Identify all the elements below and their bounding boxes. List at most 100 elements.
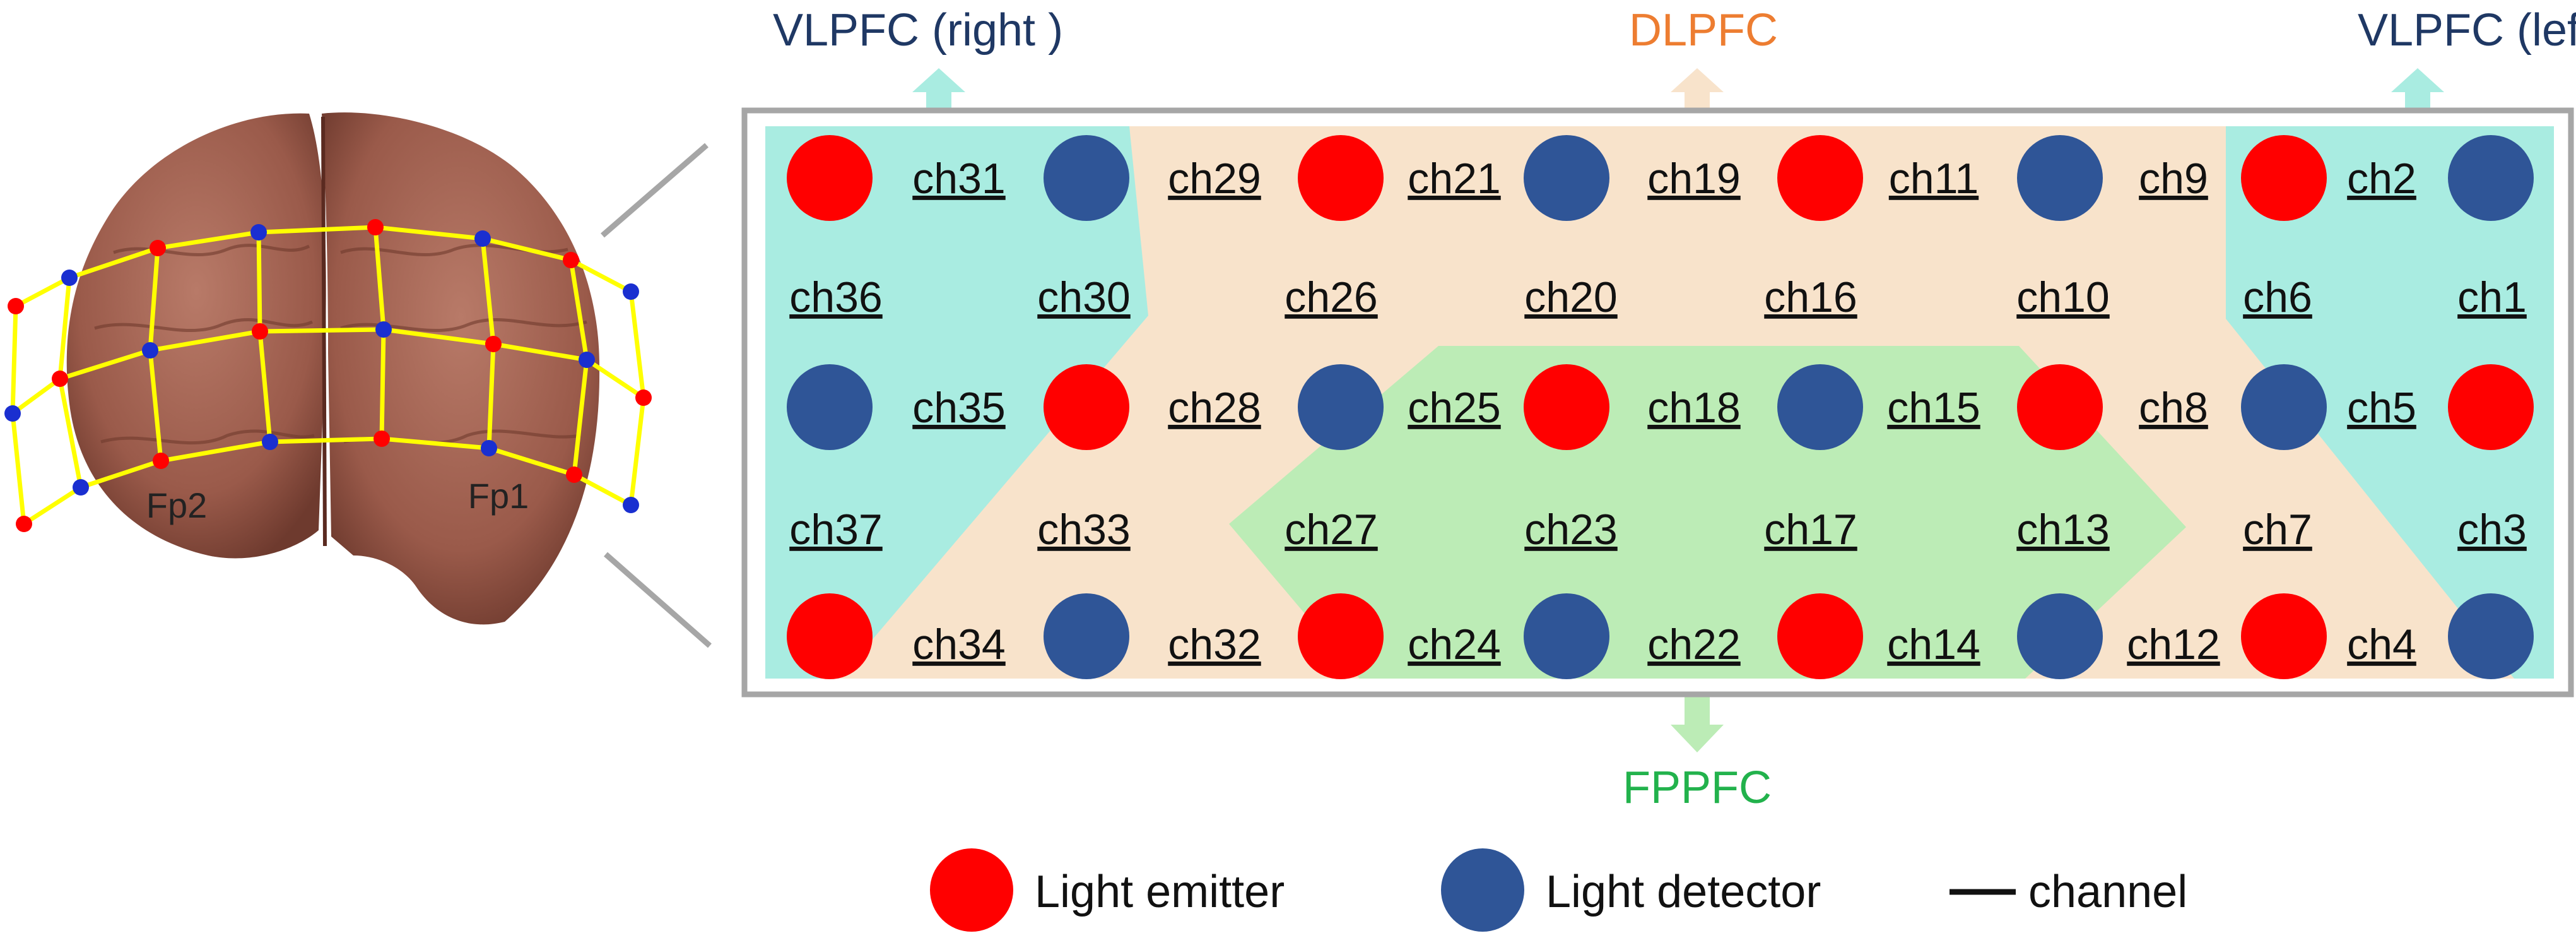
channel-label: ch10 <box>2016 273 2109 321</box>
brain-montage-lines <box>10 225 646 526</box>
brain-detector-dot <box>61 270 78 286</box>
brain-detector-dot <box>73 479 89 496</box>
optode-detector <box>2448 135 2534 221</box>
vlpfc-left-arrow <box>2391 68 2444 112</box>
brain-emitter-dot <box>52 371 68 387</box>
channel-label: ch33 <box>1037 506 1130 554</box>
optode-emitter <box>2241 135 2327 221</box>
brain-detector-dot <box>623 283 639 300</box>
vlpfc-right-label: VLPFC (right ) <box>773 5 1063 56</box>
vlpfc-left-region <box>2226 126 2554 679</box>
brain-gyrus <box>113 244 310 257</box>
channel-label: ch32 <box>1168 620 1261 668</box>
channel-label: ch15 <box>1887 384 1980 432</box>
optode-detector <box>1524 593 1609 679</box>
brain-detector-dot <box>623 497 639 513</box>
channel-label: ch25 <box>1408 384 1500 432</box>
channel-label: ch20 <box>1524 273 1617 321</box>
optode-detector <box>1298 364 1384 450</box>
channel-label: ch16 <box>1764 273 1857 321</box>
optode-emitter <box>1298 593 1384 679</box>
legend-channel-label: channel <box>2028 867 2187 917</box>
channel-label: ch12 <box>2127 620 2220 668</box>
brain-emitter-dot <box>252 323 268 340</box>
channel-label: ch21 <box>1408 155 1500 203</box>
optode-grid <box>787 135 2534 679</box>
legend-detector-swatch <box>1441 848 1524 932</box>
channel-label: ch11 <box>1889 155 1979 203</box>
channel-label: ch13 <box>2016 506 2109 554</box>
channel-label: ch2 <box>2347 155 2416 203</box>
channel-label: ch26 <box>1285 273 1377 321</box>
channel-label: ch35 <box>912 384 1005 432</box>
dlpfc-label: DLPFC <box>1629 5 1778 56</box>
vlpfc-right-arrow <box>912 68 965 112</box>
brain-emitter-dot <box>16 516 32 532</box>
channel-label: ch36 <box>789 273 882 321</box>
brain-detector-dot <box>474 230 491 247</box>
channel-label: ch27 <box>1285 506 1377 554</box>
channel-label: ch14 <box>1887 620 1980 668</box>
brain-emitter-dot <box>8 298 24 314</box>
channel-label: ch31 <box>912 155 1005 203</box>
channel-label: ch19 <box>1647 155 1740 203</box>
optode-emitter <box>2017 364 2103 450</box>
brain-emitter-dot <box>150 240 166 256</box>
montage-frame <box>741 107 2574 698</box>
brain-left-hemisphere <box>322 112 600 625</box>
brain-gyrus <box>100 429 315 445</box>
vlpfc-left-label: VLPFC (left ) <box>2358 5 2576 56</box>
brain-detector-dot <box>250 224 267 240</box>
brain-detector-dot <box>579 352 595 368</box>
optode-detector <box>1044 593 1129 679</box>
optode-detector <box>2017 593 2103 679</box>
channel-label: ch23 <box>1524 506 1617 554</box>
channel-label: ch28 <box>1168 384 1261 432</box>
legend-detector-label: Light detector <box>1546 867 1821 917</box>
dlpfc-arrow <box>1671 68 1724 112</box>
channel-label: ch24 <box>1408 620 1500 668</box>
brain-detector-dot <box>481 440 497 456</box>
optode-emitter <box>1044 364 1129 450</box>
brain-emitter-dot <box>485 336 502 352</box>
channel-label: ch1 <box>2457 273 2527 321</box>
legend-emitter-label: Light emitter <box>1035 867 1285 917</box>
brain-emitter-dot <box>373 430 390 447</box>
optode-emitter <box>1524 364 1609 450</box>
fppfc-label: FPPFC <box>1623 763 1772 813</box>
optode-detector <box>2241 364 2327 450</box>
channel-label: ch5 <box>2347 384 2416 432</box>
brain-emitter-dot <box>635 389 652 406</box>
optode-emitter <box>787 593 873 679</box>
brain-detector-dot <box>4 405 21 422</box>
fppfc-arrow <box>1671 693 1724 752</box>
brain-detector-dot <box>375 321 392 338</box>
optode-emitter <box>1777 593 1863 679</box>
optode-detector <box>2448 593 2534 679</box>
legend: Light emitter Light detector channel <box>930 848 2187 932</box>
optode-detector <box>1044 135 1129 221</box>
optode-detector <box>2017 135 2103 221</box>
channel-label: ch30 <box>1037 273 1130 321</box>
optode-emitter <box>2241 593 2327 679</box>
optode-emitter <box>787 135 873 221</box>
channel-label: ch8 <box>2139 384 2208 432</box>
optode-emitter <box>1298 135 1384 221</box>
optode-detector <box>1777 364 1863 450</box>
optode-detector <box>1524 135 1609 221</box>
fppfc-region <box>1229 346 2186 679</box>
optode-emitter <box>1777 135 1863 221</box>
zoom-line-top <box>601 143 709 238</box>
brain-emitter-dot <box>563 252 579 268</box>
channel-label: ch4 <box>2347 620 2416 668</box>
channel-label: ch18 <box>1647 384 1740 432</box>
fp2-label: Fp2 <box>146 485 208 525</box>
brain-gyrus <box>94 318 314 333</box>
channel-label: ch3 <box>2457 506 2527 554</box>
brain-emitter-dot <box>566 466 582 483</box>
channel-label: ch34 <box>912 620 1005 668</box>
channel-label: ch7 <box>2243 506 2312 554</box>
vlpfc-right-region <box>765 126 1148 679</box>
